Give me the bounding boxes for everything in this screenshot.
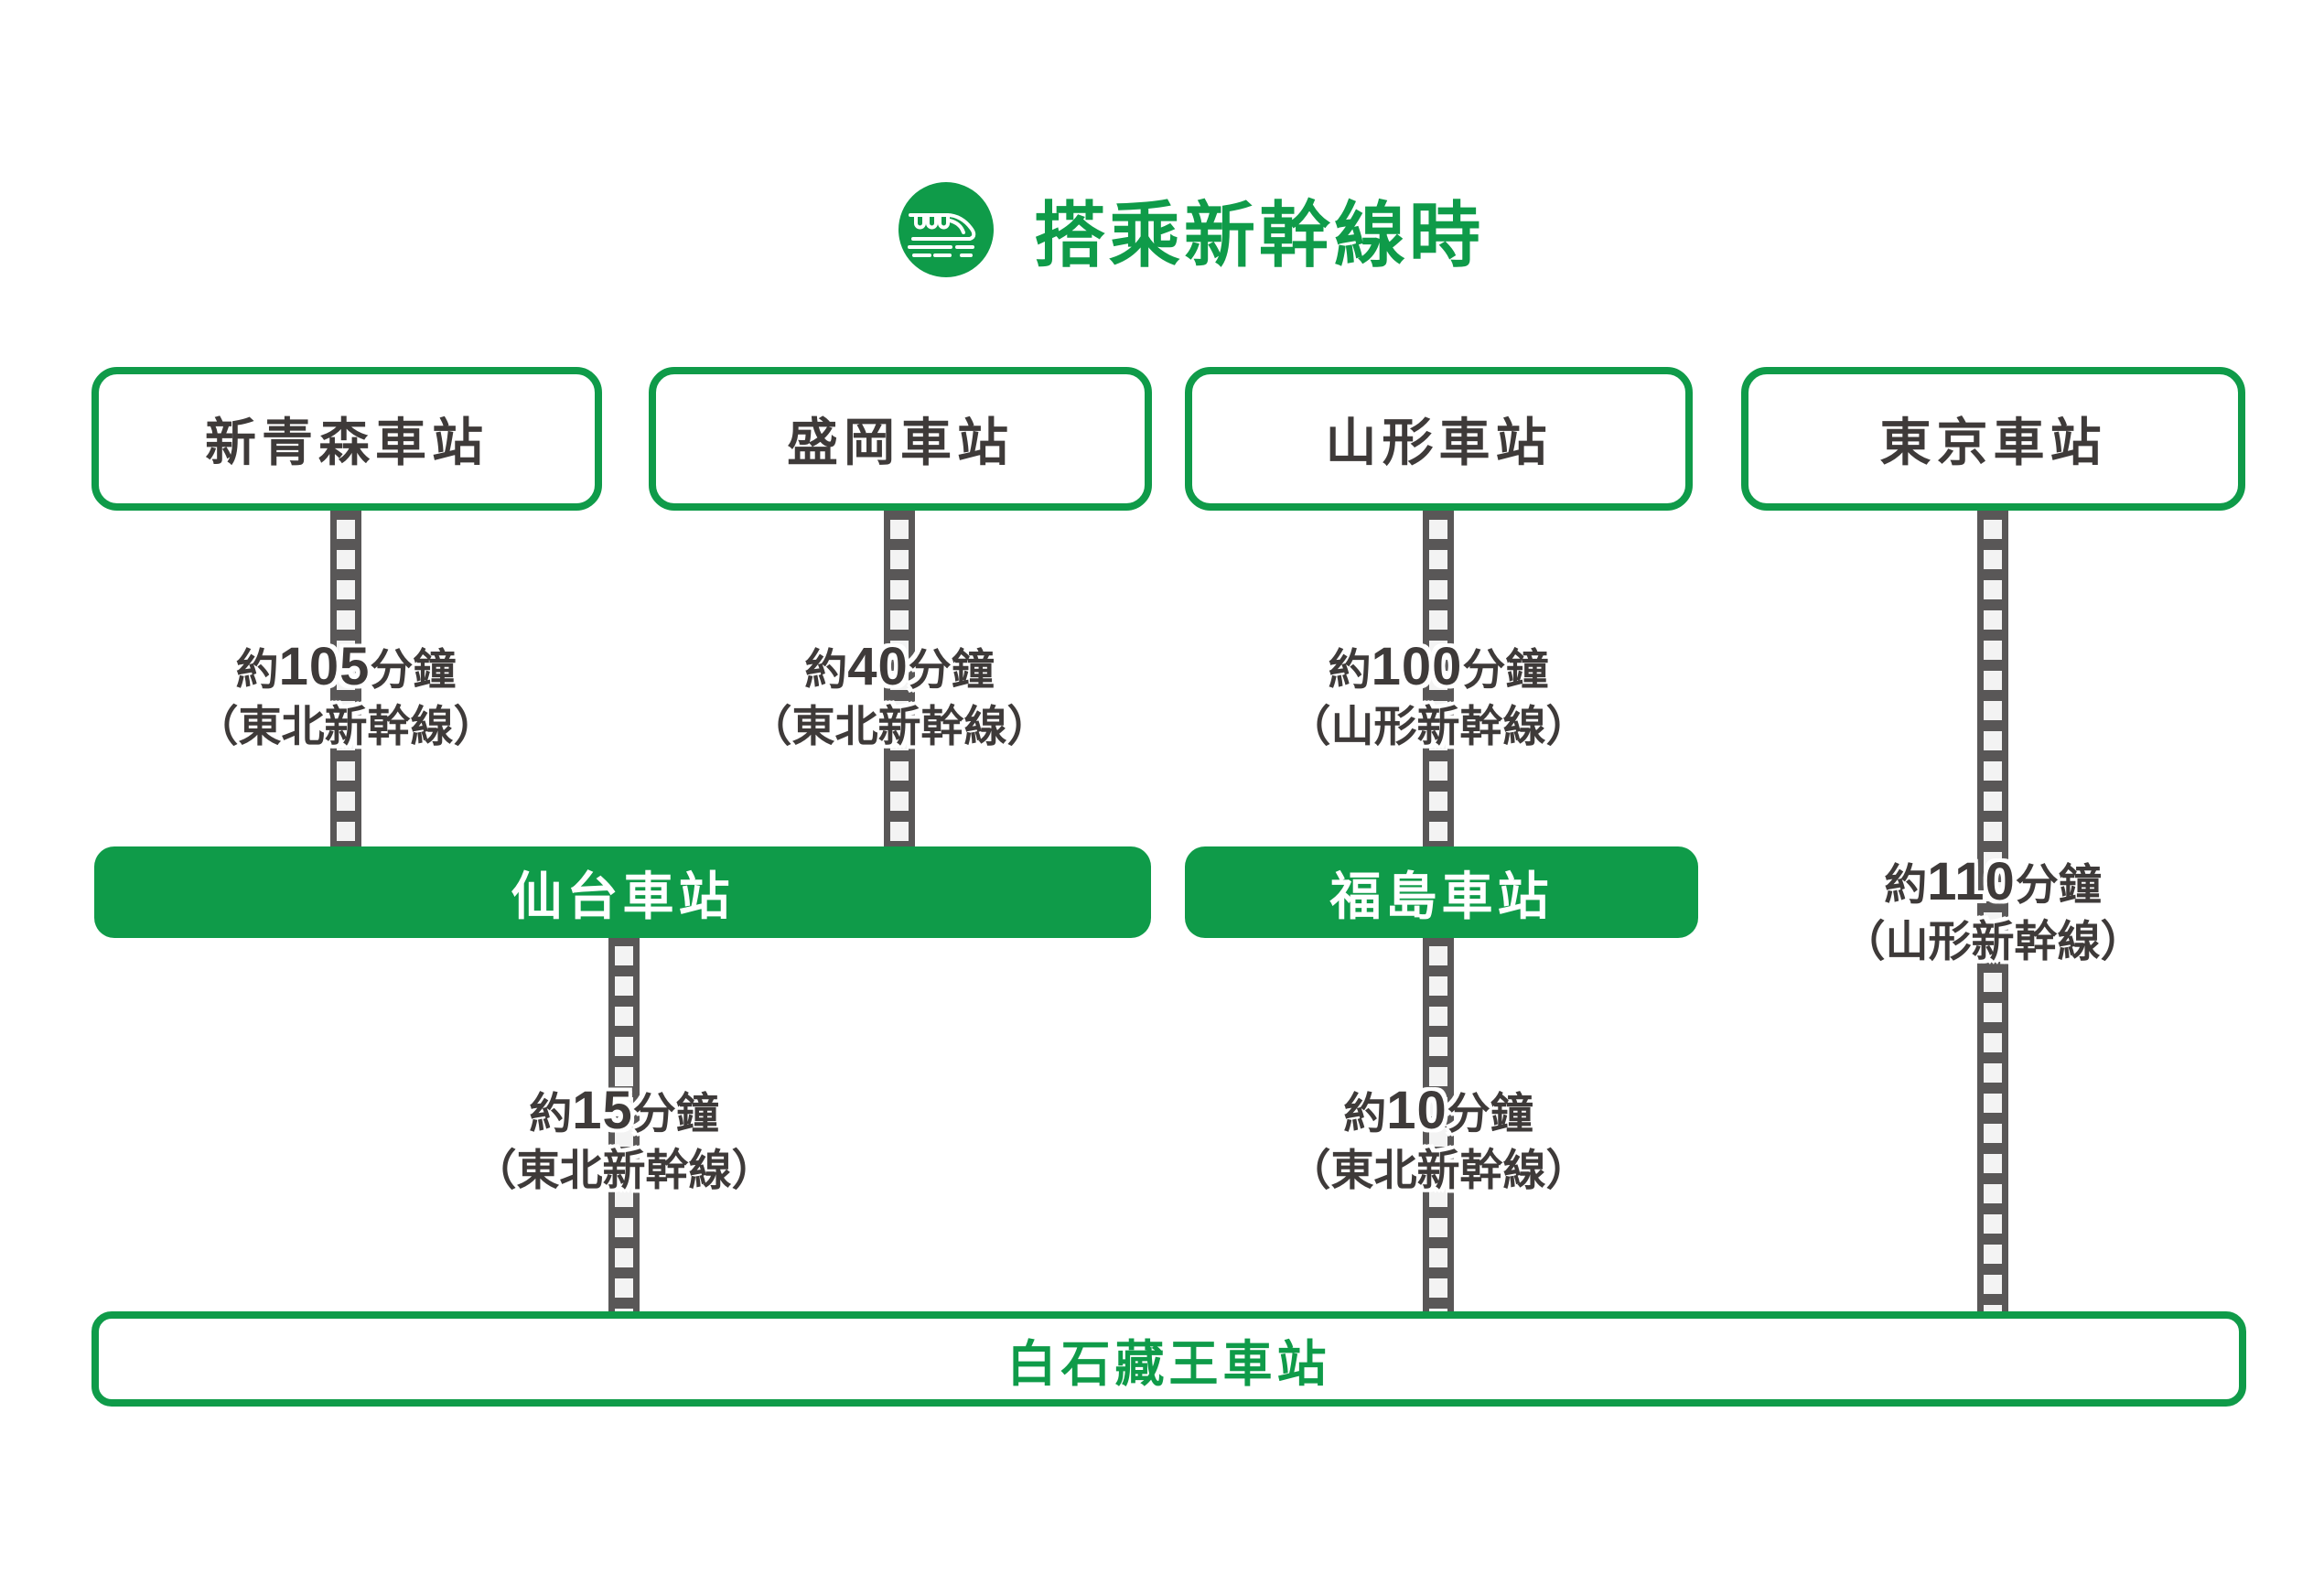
travel-time-yamagata-fukushima: 約100分鐘 （山形新幹線） — [1288, 639, 1589, 755]
travel-time-duration: 約40分鐘 — [804, 637, 995, 696]
travel-time-duration: 約105分鐘 — [235, 637, 457, 696]
travel-time-line-name: （東北新幹線） — [1287, 1146, 1589, 1194]
station-box-shiroishi-zao: 白石藏王車站 — [91, 1311, 2246, 1407]
station-label: 山形車站 — [1325, 414, 1553, 471]
diagram-title: 搭乘新幹線時 — [1034, 195, 1485, 275]
station-label: 盛岡車站 — [787, 414, 1014, 471]
station-box-morioka: 盛岡車站 — [649, 367, 1152, 511]
travel-time-duration: 約110分鐘 — [1884, 852, 2102, 911]
shinkansen-train-icon — [898, 182, 994, 277]
travel-time-fukushima-shiroishi-zao: 約10分鐘 （東北新幹線） — [1288, 1083, 1589, 1199]
travel-time-sendai-shiroishi-zao: 約15分鐘 （東北新幹線） — [474, 1083, 775, 1199]
travel-time-line-name: （東北新幹線） — [473, 1146, 775, 1194]
travel-time-tokyo-shiroishi-zao: 約110分鐘 （山形新幹線） — [1843, 854, 2144, 970]
travel-time-line-name: （山形新幹線） — [1287, 702, 1589, 750]
station-box-tokyo: 東京車站 — [1741, 367, 2245, 511]
station-box-shin-aomori: 新青森車站 — [91, 367, 602, 511]
railway-track-shin-aomori-to-sendai — [330, 509, 361, 847]
station-label: 仙台車站 — [511, 867, 735, 925]
travel-time-duration: 約15分鐘 — [529, 1081, 719, 1140]
railway-track-morioka-to-sendai — [884, 509, 915, 847]
railway-track-fukushima-to-shiroishi-zao — [1423, 935, 1454, 1314]
station-bar-fukushima: 福島車站 — [1185, 846, 1698, 938]
station-box-yamagata: 山形車站 — [1185, 367, 1693, 511]
travel-time-shin-aomori-sendai: 約105分鐘 （東北新幹線） — [196, 639, 497, 755]
station-label: 福島車站 — [1329, 867, 1554, 925]
diagram-header: 搭乘新幹線時 — [897, 179, 1484, 280]
travel-time-morioka-sendai: 約40分鐘 （東北新幹線） — [749, 639, 1050, 755]
travel-time-line-name: （東北新幹線） — [195, 702, 497, 750]
travel-time-duration: 約100分鐘 — [1328, 637, 1549, 696]
station-bar-sendai: 仙台車站 — [94, 846, 1151, 938]
railway-track-yamagata-to-fukushima — [1423, 509, 1454, 847]
station-label: 白石藏王車站 — [1006, 1336, 1331, 1392]
travel-time-duration: 約10分鐘 — [1343, 1081, 1533, 1140]
station-label: 東京車站 — [1879, 414, 2107, 471]
travel-time-line-name: （山形新幹線） — [1842, 917, 2144, 965]
railway-track-tokyo-to-shiroishi-zao — [1977, 509, 2008, 1314]
travel-time-line-name: （東北新幹線） — [748, 702, 1050, 750]
railway-track-sendai-to-shiroishi-zao — [608, 935, 640, 1314]
station-label: 新青森車站 — [205, 414, 489, 471]
